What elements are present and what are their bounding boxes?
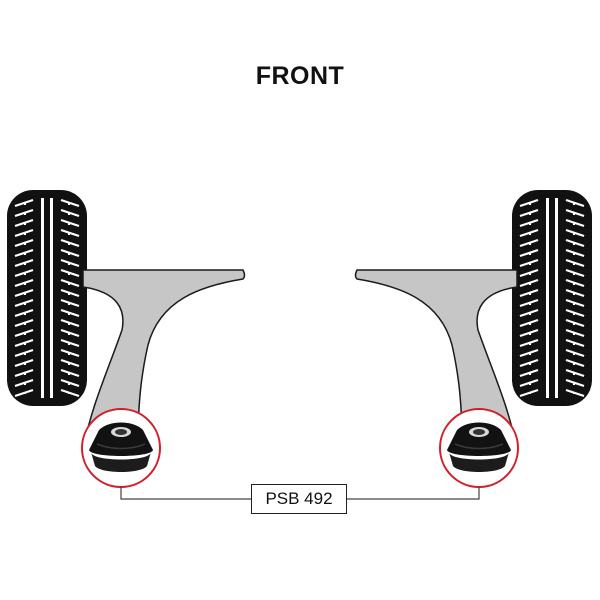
right-leader-line [347,487,480,500]
diagram-title: FRONT [255,62,345,90]
right-control-arm [354,269,518,446]
left-control-arm [82,269,246,446]
left-tyre [5,188,89,408]
part-number-label: PSB 492 [251,484,347,514]
right-bush [447,422,511,472]
left-leader-line [120,487,251,500]
left-bush [89,422,153,472]
right-tyre [510,188,594,408]
